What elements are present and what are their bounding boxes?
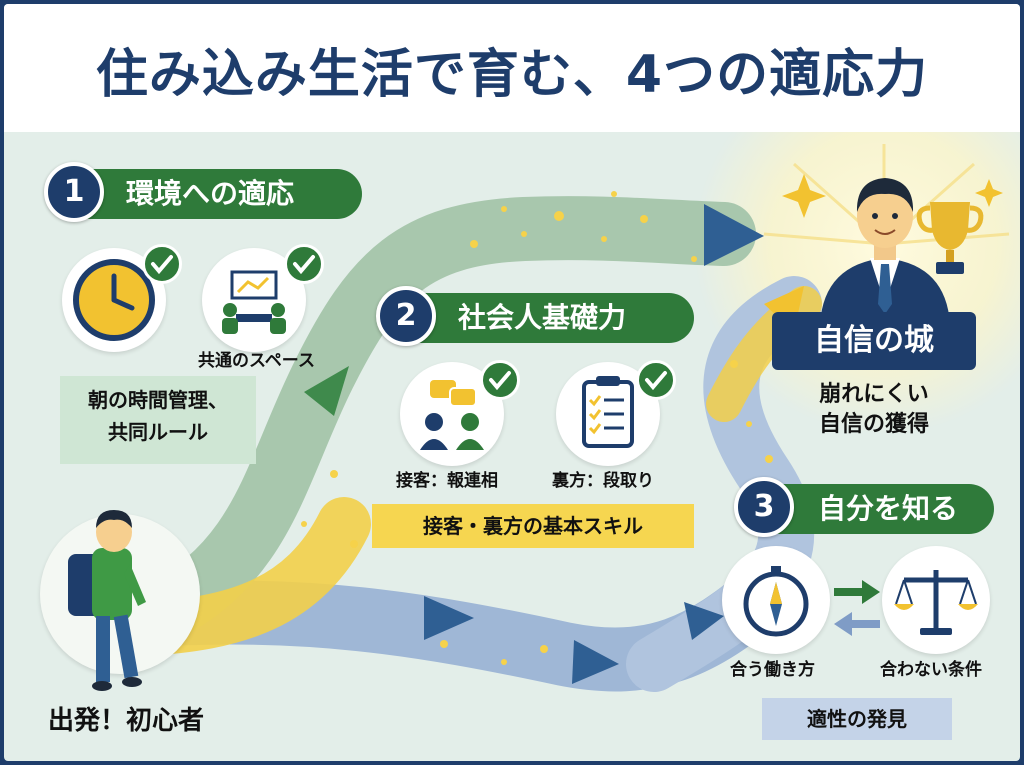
trophy bbox=[914, 196, 986, 282]
section3-heading: 自分を知る bbox=[818, 492, 959, 525]
star-sparkles bbox=[782, 174, 1003, 218]
section2-left-label: 接客：報連相 bbox=[396, 471, 498, 491]
check-icon bbox=[480, 360, 520, 400]
section1-heading: 環境への適応 bbox=[126, 177, 295, 210]
check-icon bbox=[284, 244, 324, 284]
arrow-left-icon bbox=[834, 612, 880, 636]
goal-caption-line1: 崩れにくい bbox=[819, 382, 929, 407]
section3-left-label: 合う働き方 bbox=[730, 660, 815, 680]
section1-number-badge: 1 bbox=[44, 162, 104, 222]
student-figure bbox=[60, 498, 170, 694]
section1-summary-line2: 共同ルール bbox=[108, 420, 208, 444]
sparkles bbox=[301, 191, 773, 665]
trophy-icon bbox=[916, 202, 984, 274]
goal-caption-line2: 自信の獲得 bbox=[818, 412, 929, 437]
header: 住み込み生活で育む、4つの適応力 bbox=[4, 4, 1020, 132]
exchange-arrows bbox=[834, 580, 880, 636]
shared-space-icon bbox=[222, 270, 286, 334]
scale-icon bbox=[894, 570, 978, 635]
clock-circle bbox=[62, 248, 166, 352]
section3-number-badge: 3 bbox=[734, 477, 794, 537]
student-backpack-icon bbox=[68, 510, 146, 691]
infographic-frame: 住み込み生活で育む、4つの適応力 環境への適応 1 bbox=[4, 4, 1020, 761]
path-arrows bbox=[424, 204, 764, 684]
compass-icon bbox=[743, 566, 809, 637]
businessman-icon bbox=[820, 178, 950, 324]
section2-summary: 接客・裏方の基本スキル bbox=[372, 504, 694, 548]
section3-right-label: 合わない条件 bbox=[880, 660, 982, 680]
section2-heading-pill: 社会人基礎力 bbox=[388, 293, 694, 343]
check-icon bbox=[636, 360, 676, 400]
section1-summary-line1: 朝の時間管理、 bbox=[88, 388, 228, 412]
goal-banner: 自信の城 bbox=[772, 312, 976, 370]
section1-heading-pill: 環境への適応 bbox=[56, 169, 362, 219]
scale-circle bbox=[882, 546, 990, 654]
green-path bbox=[122, 196, 756, 648]
arrow-right-icon bbox=[834, 580, 880, 604]
section2-right-label: 裏方：段取り bbox=[552, 471, 654, 491]
clock-icon bbox=[73, 259, 155, 341]
check-icon bbox=[142, 244, 182, 284]
page-title: 住み込み生活で育む、4つの適応力 bbox=[95, 45, 929, 105]
section3-summary: 適性の発見 bbox=[762, 698, 952, 740]
section2-heading: 社会人基礎力 bbox=[458, 301, 627, 334]
businessman-figure bbox=[810, 154, 960, 324]
green-arrow-head bbox=[304, 366, 349, 416]
start-label: 出発！初心者 bbox=[48, 706, 205, 736]
shared-space-label: 共通のスペース bbox=[198, 351, 315, 371]
section1-summary: 朝の時間管理、 共同ルール bbox=[60, 376, 256, 464]
compass-circle bbox=[722, 546, 830, 654]
clipboard-checklist-icon bbox=[582, 376, 634, 448]
chat-people-icon bbox=[420, 380, 484, 450]
section2-number-badge: 2 bbox=[376, 286, 436, 346]
goal-caption: 崩れにくい 自信の獲得 bbox=[774, 380, 974, 440]
